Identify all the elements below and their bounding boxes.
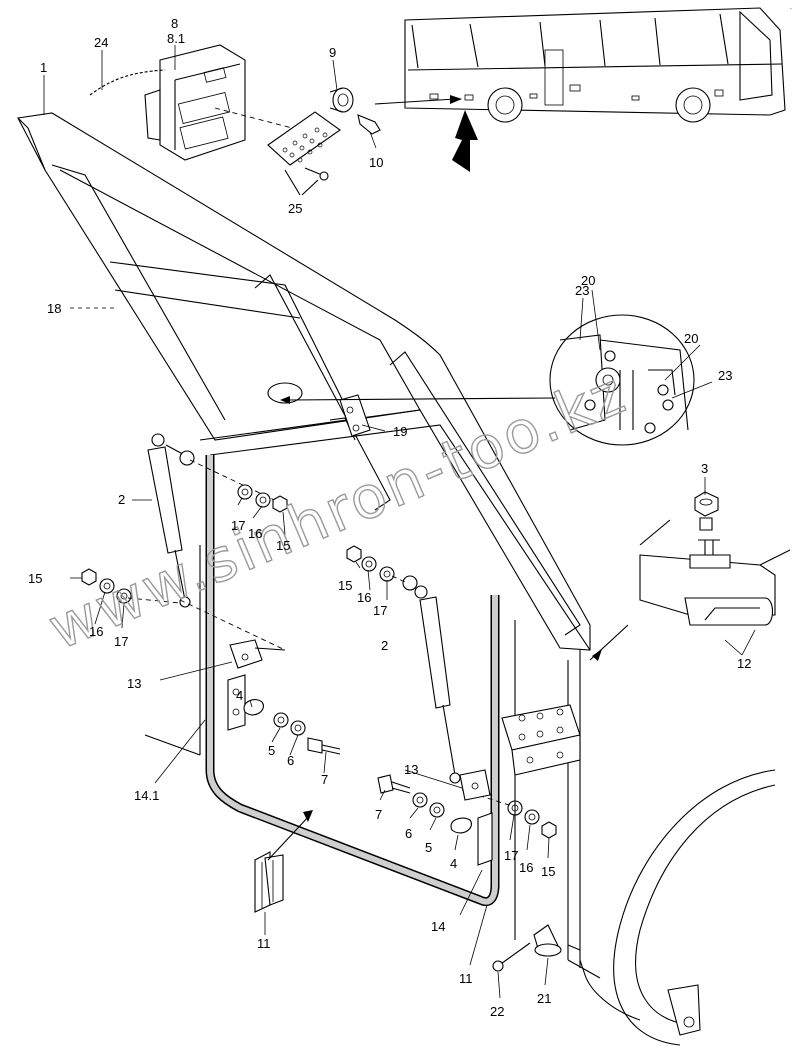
fastener-set-lower-right — [461, 789, 557, 839]
rail-profile — [589, 491, 791, 661]
callout-23a: 23 — [575, 283, 589, 298]
callout-7a: 7 — [321, 772, 328, 787]
callout-8: 8 — [171, 16, 178, 31]
callout-16a: 16 — [248, 526, 262, 541]
callout-10: 10 — [369, 155, 383, 170]
callout-11a: 11 — [257, 936, 271, 951]
callout-1: 1 — [40, 60, 47, 75]
callout-16c: 16 — [357, 590, 371, 605]
strut-bracket-left — [179, 599, 286, 669]
callout-23b: 23 — [718, 368, 732, 383]
bus-overview: - — [374, 6, 792, 172]
callout-14: 14 — [431, 919, 445, 934]
lock-housing — [89, 44, 301, 161]
door-stopper — [492, 924, 562, 972]
callout-16b: 16 — [89, 624, 103, 639]
callout-6a: 6 — [287, 753, 294, 768]
callout-15b: 15 — [28, 571, 42, 586]
door-panel — [17, 112, 591, 651]
gasket-plate — [267, 111, 341, 196]
lock-mechanism-detail — [280, 314, 695, 446]
callout-12: 12 — [737, 656, 751, 671]
seal-profile-sample — [254, 810, 313, 913]
callout-15c: 15 — [338, 578, 352, 593]
callout-13b: 13 — [404, 762, 418, 777]
callout-20b: 20 — [684, 331, 698, 346]
callout-4b: 4 — [450, 856, 457, 871]
callout-6b: 6 — [405, 826, 412, 841]
callout-21: 21 — [537, 991, 551, 1006]
callout-8-1: 8.1 — [167, 31, 185, 46]
callout-2b: 2 — [381, 638, 388, 653]
callout-13a: 13 — [127, 676, 141, 691]
callout-17d: 17 — [504, 848, 518, 863]
strut-bracket-right — [459, 769, 491, 801]
callout-15a: 15 — [276, 538, 290, 553]
hinge-lower-right — [377, 774, 493, 866]
callout-5a: 5 — [268, 743, 275, 758]
callout-5b: 5 — [425, 840, 432, 855]
callout-18: 18 — [47, 301, 61, 316]
wheel-arch — [579, 769, 776, 1046]
fastener-set-left — [81, 568, 181, 604]
fastener-set-upper-left — [189, 459, 288, 513]
gas-strut-left — [147, 433, 195, 608]
key-cylinder — [329, 87, 381, 135]
callout-20a: 20 — [581, 273, 595, 288]
callout-17a: 17 — [231, 518, 245, 533]
svg-text:-: - — [790, 6, 792, 12]
callout-7b: 7 — [375, 807, 382, 822]
callout-3: 3 — [701, 461, 708, 476]
leader-lines — [43, 45, 756, 999]
callout-14-1: 14.1 — [134, 788, 159, 803]
callout-9: 9 — [329, 45, 336, 60]
callout-22: 22 — [490, 1004, 504, 1019]
body-frame — [144, 545, 601, 979]
gas-strut-right — [402, 575, 461, 784]
fastener-set-mid — [346, 545, 406, 583]
callout-24: 24 — [94, 35, 108, 50]
callout-11b: 11 — [459, 971, 473, 986]
callout-16d: 16 — [519, 860, 533, 875]
callout-2a: 2 — [118, 492, 125, 507]
hinge-bracket — [339, 394, 371, 437]
callout-19: 19 — [393, 424, 407, 439]
callout-15d: 15 — [541, 864, 555, 879]
callout-4a: 4 — [236, 688, 243, 703]
callout-17c: 17 — [373, 603, 387, 618]
callout-17b: 17 — [114, 634, 128, 649]
door-seal — [205, 455, 500, 907]
callout-25: 25 — [288, 201, 302, 216]
callout-labels: 1 24 8 8.1 9 10 25 18 23 20 20 23 19 3 2… — [28, 16, 751, 1019]
hinge-lower-left — [227, 674, 341, 755]
